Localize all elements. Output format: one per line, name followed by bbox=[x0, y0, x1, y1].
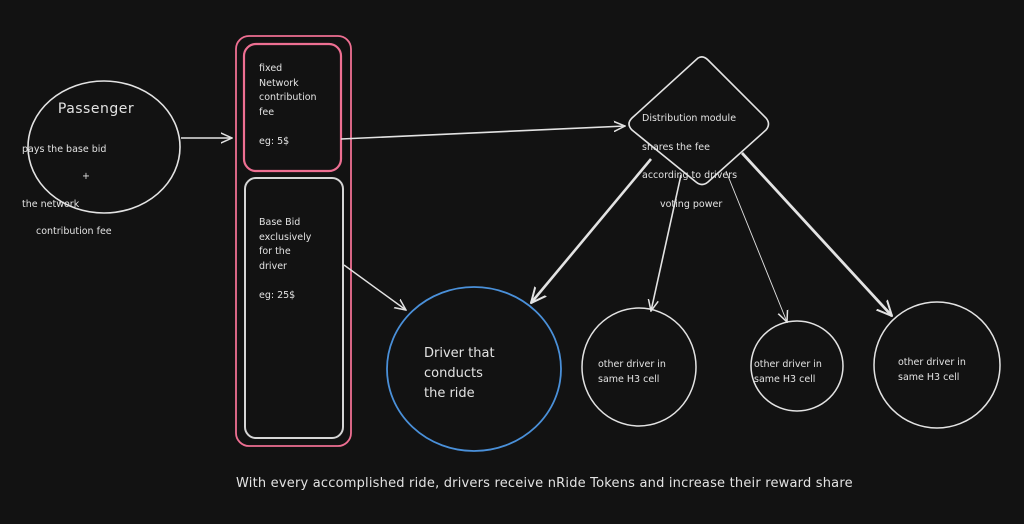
other-driver-node-3 bbox=[873, 301, 1001, 429]
other-driver-label-3: other driver in same H3 cell bbox=[898, 357, 966, 384]
other-driver-label-2: other driver in same H3 cell bbox=[754, 359, 822, 386]
driver-label: Driver that conducts the ride bbox=[424, 346, 495, 402]
footer-note: With every accomplished ride, drivers re… bbox=[236, 476, 853, 491]
bid-to-driver-arrow bbox=[343, 264, 406, 310]
other-driver-node-2 bbox=[750, 320, 844, 412]
distribution-to-other-driver-1-arrow bbox=[651, 174, 682, 311]
fee-box-example: eg: 5$ bbox=[259, 136, 290, 147]
distribution-line-3: according to drivers bbox=[642, 170, 738, 182]
passenger-title: Passenger bbox=[57, 101, 135, 117]
distribution-module-label: Distribution module shares the fee accor… bbox=[642, 98, 762, 226]
distribution-line-2: shares the fee bbox=[642, 141, 710, 153]
fee-to-distribution-arrow bbox=[340, 126, 625, 140]
other-driver-node-1 bbox=[581, 307, 697, 427]
driver-node bbox=[386, 286, 562, 452]
other-driver-label-1: other driver in same H3 cell bbox=[598, 359, 666, 386]
passenger-line-2: + bbox=[82, 171, 90, 183]
distribution-to-other-driver-3-arrow bbox=[740, 152, 892, 316]
passenger-description: pays the base bid + the network contribu… bbox=[22, 129, 172, 253]
passenger-line-4: contribution fee bbox=[36, 226, 112, 238]
passenger-line-3: the network bbox=[22, 198, 80, 210]
distribution-to-other-driver-2-arrow bbox=[725, 170, 787, 322]
distribution-line-4: voting power bbox=[660, 198, 723, 210]
payment-container bbox=[235, 35, 352, 447]
passenger-node bbox=[27, 80, 181, 214]
bid-box-example: eg: 25$ bbox=[259, 290, 296, 301]
bid-box-label: Base Bid exclusively for the driver bbox=[259, 217, 312, 273]
bid-box bbox=[244, 177, 344, 439]
distribution-module-node bbox=[628, 56, 770, 186]
fee-box-label: fixed Network contribution fee bbox=[259, 63, 317, 119]
passenger-line-1: pays the base bid bbox=[22, 143, 107, 155]
distribution-line-1: Distribution module bbox=[642, 113, 737, 125]
fee-box bbox=[242, 42, 343, 173]
distribution-to-driver-arrow bbox=[531, 158, 652, 303]
